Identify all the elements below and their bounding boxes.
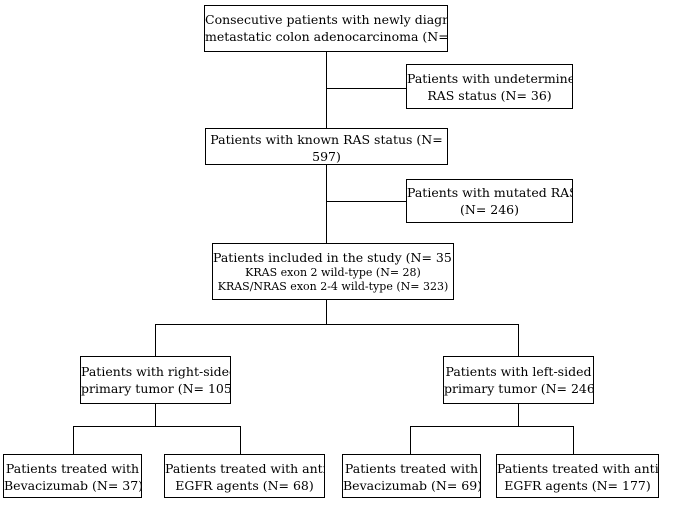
right-bev-line-1: Patients treated with	[5, 461, 140, 476]
undetermined-ras-box: Patients with undetermined RAS status (N…	[406, 64, 573, 109]
mutated-line-2: (N= 246)	[460, 202, 519, 217]
right-egfr-line-2: EGFR agents (N= 68)	[175, 478, 314, 493]
included-line-2: KRAS exon 2 wild-type (N= 28)	[245, 266, 421, 279]
left-bev-line-1: Patients treated with	[344, 461, 479, 476]
connector-to-right-egfr	[240, 426, 241, 454]
connector-to-left-sided	[518, 324, 519, 356]
right-bev-line-2: Bevacizumab (N= 37)	[4, 478, 142, 493]
right-anti-egfr-box: Patients treated with anti- EGFR agents …	[164, 454, 325, 498]
connector-to-left-bev	[410, 426, 411, 454]
mutated-ras-box: Patients with mutated RAS (N= 246)	[406, 179, 573, 223]
known-ras-line-1: Patients with known RAS status (N=	[210, 132, 443, 147]
connector-main-3	[326, 300, 327, 324]
connector-left-down	[518, 404, 519, 426]
start-line-1: Consecutive patients with newly diagnose…	[205, 12, 447, 27]
left-sided-line-1: Patients with left-sided	[445, 364, 592, 379]
connector-split-left	[410, 426, 574, 427]
right-sided-line-1: Patients with right-sided	[81, 364, 231, 379]
known-ras-line-2: 597)	[312, 149, 341, 164]
connector-split-right	[73, 426, 241, 427]
right-egfr-line-1: Patients treated with anti-	[165, 461, 325, 476]
start-line-2: metastatic colon adenocarcinoma (N= 633)	[205, 29, 448, 44]
right-sided-box: Patients with right-sided primary tumor …	[80, 356, 231, 404]
undetermined-line-2: RAS status (N= 36)	[427, 88, 552, 103]
connector-main-2	[326, 165, 327, 243]
connector-to-right-sided	[155, 324, 156, 356]
connector-to-right-bev	[73, 426, 74, 454]
undetermined-line-1: Patients with undetermined	[407, 71, 573, 86]
connector-main-1	[326, 52, 327, 128]
connector-split-tumor	[155, 324, 519, 325]
left-bevacizumab-box: Patients treated with Bevacizumab (N= 69…	[342, 454, 481, 498]
known-ras-box: Patients with known RAS status (N= 597)	[205, 128, 448, 165]
right-bevacizumab-box: Patients treated with Bevacizumab (N= 37…	[3, 454, 142, 498]
start-box: Consecutive patients with newly diagnose…	[204, 5, 448, 52]
left-anti-egfr-box: Patients treated with anti- EGFR agents …	[496, 454, 659, 498]
included-box: Patients included in the study (N= 351) …	[212, 243, 454, 300]
left-egfr-line-1: Patients treated with anti-	[497, 461, 659, 476]
mutated-line-1: Patients with mutated RAS	[407, 185, 573, 200]
connector-to-mutated	[326, 201, 406, 202]
connector-to-left-egfr	[573, 426, 574, 454]
left-sided-box: Patients with left-sided primary tumor (…	[443, 356, 594, 404]
connector-to-undetermined	[326, 88, 407, 89]
right-sided-line-2: primary tumor (N= 105)	[81, 381, 231, 396]
left-egfr-line-2: EGFR agents (N= 177)	[504, 478, 651, 493]
left-bev-line-2: Bevacizumab (N= 69)	[343, 478, 481, 493]
included-line-3: KRAS/NRAS exon 2-4 wild-type (N= 323)	[217, 280, 449, 293]
left-sided-line-2: primary tumor (N= 246)	[444, 381, 594, 396]
included-line-1: Patients included in the study (N= 351)	[213, 250, 454, 265]
connector-right-down	[155, 404, 156, 426]
